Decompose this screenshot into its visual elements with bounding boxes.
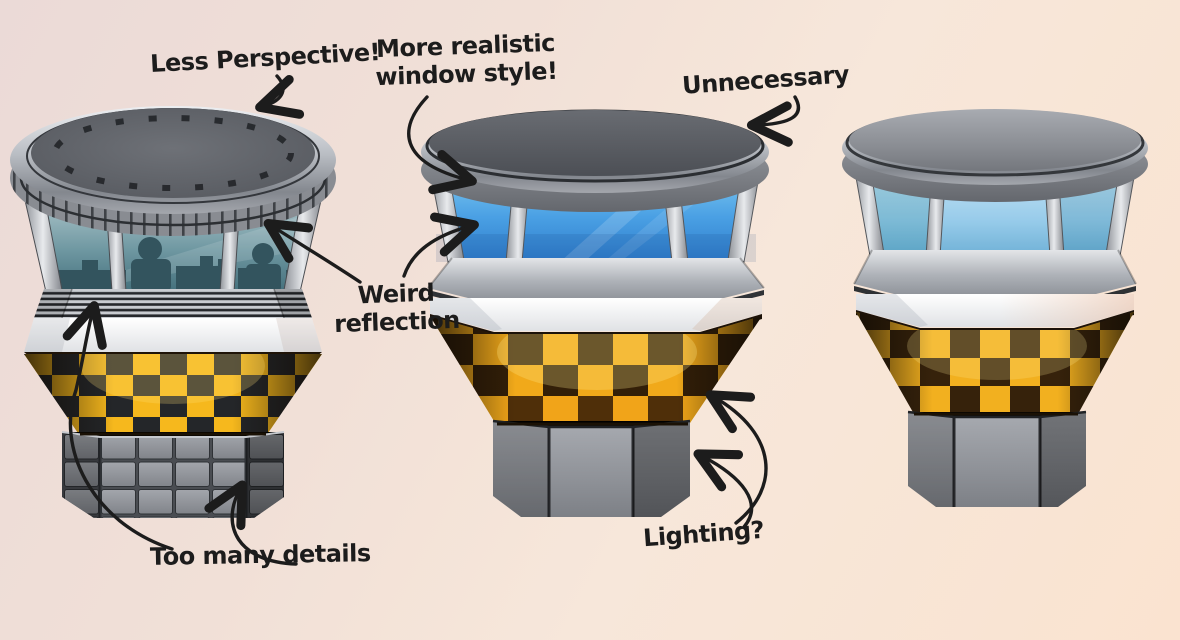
- tower-2-white-band: [430, 298, 762, 337]
- tower-3-base: [907, 410, 1087, 507]
- tower-1-vent-stripe-band: [34, 288, 312, 319]
- weird-reflection-arrow-left: [263, 219, 362, 284]
- lighting-arrow-base: [693, 449, 754, 529]
- tower-1-tiled-base: [61, 431, 285, 518]
- tower-2-base: [492, 419, 691, 517]
- tower-3-checker-skirt: [856, 312, 1134, 414]
- annotation-weird-reflection: Weird reflection: [333, 278, 461, 339]
- unnecessary-arrow: [746, 95, 801, 147]
- less-perspective-arrow: [255, 74, 305, 119]
- tower-1-roof-rivets: [52, 115, 294, 191]
- lighting-arrow-checker: [705, 390, 768, 525]
- too-many-details-arrow-base: [204, 480, 298, 566]
- annotation-arrows: [62, 74, 801, 566]
- too-many-details-arrow-upper: [62, 301, 174, 551]
- tower-final-3: [842, 109, 1148, 507]
- tower-1-white-band: [24, 318, 322, 357]
- tower-2-roof-cap: [421, 109, 769, 212]
- annotation-too-many-details: Too many details: [149, 539, 371, 571]
- tower-2-checker-skirt: [430, 316, 762, 426]
- tower-draft-2: [421, 109, 769, 517]
- tower-draft-1: [10, 106, 336, 518]
- tower-1-riveted-roof: [10, 106, 336, 236]
- tower-3-white-band: [856, 294, 1134, 333]
- more-realistic-arrow: [407, 95, 477, 195]
- weird-reflection-arrow-right: [402, 212, 479, 278]
- annotation-more-realistic-window-style: More realistic window style!: [375, 28, 558, 92]
- tower-3-roof-cap: [842, 109, 1148, 202]
